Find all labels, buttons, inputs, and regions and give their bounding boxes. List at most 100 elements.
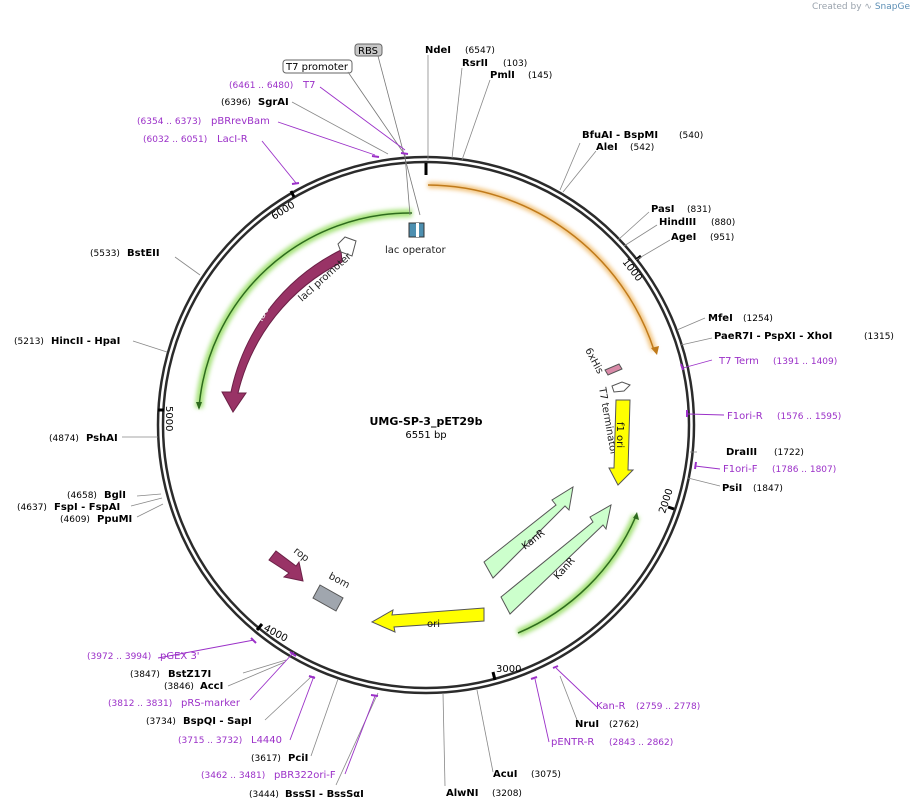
backbone-inner-strand (161, 160, 691, 690)
t7-promoter-leader-2 (404, 154, 411, 216)
leader-psii (687, 477, 721, 487)
orf-arrowhead-kanr (633, 512, 639, 520)
laci-promoter-arrow (337, 236, 357, 257)
rbs-label: RBS (358, 46, 378, 57)
primer-pentr-r: pENTR-R(2843 .. 2862) (551, 737, 673, 748)
site-bsssi-bsssai: (3444)BssSI - BssSαI (249, 789, 364, 800)
insert-arrowhead (651, 346, 659, 355)
leader-rsrii (451, 67, 463, 159)
leader-hincii (132, 340, 168, 353)
primer-pbr322ori-f: (3462 .. 3481)pBR322ori-F (201, 770, 336, 781)
primer-markers (250, 152, 697, 697)
laci-promoter-feature: lacI promoter (297, 236, 357, 304)
laci-arrow (221, 249, 343, 413)
site-alei: AleI(542) (596, 142, 654, 153)
tick-3000 (491, 671, 497, 681)
marker-primer-pbr322ori-f (370, 694, 379, 697)
insert-region (427, 182, 659, 355)
leader-fspi (130, 497, 163, 507)
ori-arrow (370, 607, 485, 633)
f1-ori-arrow (608, 399, 635, 486)
site-acui: AcuI(3075) (493, 769, 561, 780)
rop-label: rop (291, 546, 311, 565)
insert-glow (427, 182, 657, 351)
lac-operator-feature: lac operator (385, 222, 446, 256)
restriction-site-labels: NdeI(6547) RsrII(103) PmlI(145) BfuAI - … (425, 45, 894, 799)
primer-pbrrevbam: (6354 .. 6373)pBRrevBam (137, 116, 270, 127)
leader-agei (635, 239, 671, 261)
marker-primer-laci-r (291, 182, 300, 185)
leader-pcii (310, 678, 339, 757)
rop-feature: rop (268, 546, 311, 582)
primer-t7-term: T7 Term(1391 .. 1409) (718, 356, 837, 367)
leader-xhoi (680, 337, 713, 346)
site-acci: (3846)AccI (164, 681, 223, 692)
site-agei: AgeI(951) (671, 232, 734, 243)
primer-pgex3: (3972 .. 3994)pGEX 3' (87, 651, 200, 662)
leader-primer-l4440 (289, 675, 315, 741)
primer-t7: (6461 .. 6480)T7 (229, 80, 315, 91)
site-draiii: DraIII(1722) (726, 447, 804, 458)
leader-mfei (676, 317, 706, 331)
site-bsteii: (5533)BstEII (90, 248, 160, 259)
laci-feature: lacI (221, 249, 343, 413)
leader-alei (562, 150, 597, 193)
primer-f1ori-r: F1ori-R(1576 .. 1595) (727, 411, 841, 422)
tick-label-3000: 3000 (496, 664, 521, 675)
leader-sgrai (291, 101, 389, 155)
rbs-leader (377, 55, 421, 216)
restriction-site-labels-left: (3444)BssSI - BssSαI (3617)PciI (3734)Bs… (14, 97, 364, 800)
orf-line-kanr (517, 515, 637, 634)
kanr-arrow-1 (483, 485, 574, 579)
leader-nrui (559, 675, 578, 721)
lac-operator-stripe (416, 223, 419, 237)
ori-feature: ori (370, 607, 485, 633)
his-tag-feature: 6xHis (582, 346, 623, 376)
snapgene-logo-icon: ∿ (864, 2, 872, 12)
primer-f1ori-f: F1ori-F(1786 .. 1807) (723, 464, 836, 475)
site-bspqi-sapi: (3734)BspQI - SapI (146, 716, 252, 727)
f1-ori-feature: f1 ori (608, 399, 635, 486)
marker-primer-t7 (400, 152, 409, 155)
site-pasi: PasI(831) (651, 204, 711, 215)
marker-primer-t7-term (680, 363, 684, 371)
leader-primer-pbr322ori-f (344, 695, 376, 775)
primer-prs-marker: (3812 .. 3831)pRS-marker (108, 698, 241, 709)
rbs-box (354, 43, 383, 57)
marker-primer-kan-r (552, 665, 559, 669)
leader-pasi (617, 211, 650, 241)
insert-line (427, 184, 655, 351)
site-ndei: NdeI(6547) (425, 45, 495, 56)
leader-ppumi (136, 503, 164, 518)
leader-primer-t7-term (682, 359, 713, 369)
primer-leaders (157, 86, 725, 775)
primer-labels: (6461 .. 6480)T7 (6354 .. 6373)pBRrevBam… (87, 80, 841, 781)
leader-primer-pbrrevbam (277, 121, 376, 156)
leader-acci (227, 661, 286, 687)
plasmid-length: 6551 bp (405, 430, 446, 441)
primer-laci-r: (6032 .. 6051)LacI-R (143, 134, 248, 145)
leader-bfuai (559, 142, 581, 191)
credit-brand: SnapGene (874, 2, 910, 12)
t7-terminator-arrow (611, 381, 631, 393)
site-pmli: PmlI(145) (490, 70, 552, 81)
orf-arrowhead-laci (196, 402, 202, 410)
t7-promoter-label: T7 promoter (285, 62, 349, 73)
leader-hindiii (623, 224, 658, 247)
credit-created-by: Created by (812, 2, 862, 12)
marker-primer-prs-marker (289, 651, 297, 657)
site-ppumi: (4609)PpuMI (60, 514, 132, 525)
primer-l4440: (3715 .. 3732)L4440 (178, 735, 282, 746)
leader-primer-prs-marker (249, 651, 295, 701)
snapgene-credit: Created by ∿ SnapGene (812, 2, 910, 12)
orf-line-laci (198, 212, 413, 409)
leader-pmli (461, 79, 491, 161)
marker-primer-pbrrevbam (371, 155, 380, 158)
site-sgrai: (6396)SgrAI (221, 97, 289, 108)
leader-primer-laci-r (261, 140, 297, 184)
leader-acui (476, 689, 494, 773)
rop-arrow (268, 550, 304, 582)
top-boxed-labels: RBS T7 promoter (282, 43, 421, 216)
his-tag-label: 6xHis (582, 346, 605, 376)
site-hindiii: HindIII(880) (659, 217, 735, 228)
